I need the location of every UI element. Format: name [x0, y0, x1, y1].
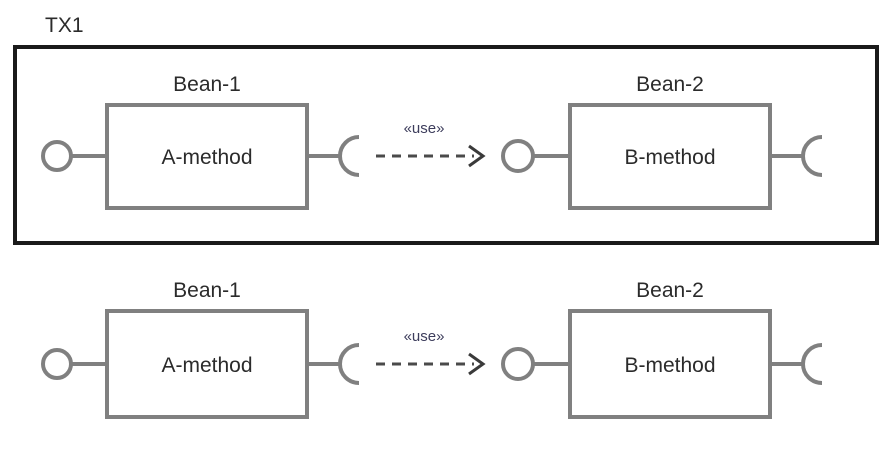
group-label-tx1: TX1: [45, 14, 84, 37]
component-bean-2-top[interactable]: Bean-2 B-method: [501, 73, 823, 210]
component-box-bean-1-bottom[interactable]: [105, 309, 309, 419]
component-method-bean-2-top: B-method: [624, 146, 715, 169]
row-transactional: TX1 Bean-1 A-method «use»: [13, 14, 879, 245]
dependency-arrowhead-bottom: [468, 352, 486, 376]
provided-interface-lollipop-icon-bean-2-bottom[interactable]: [501, 347, 535, 381]
dependency-stereotype-label-bottom: «use»: [404, 328, 445, 345]
provided-interface-lollipop-icon-bean-2-top[interactable]: [501, 139, 535, 173]
component-bean-1-top[interactable]: Bean-1 A-method: [41, 73, 360, 210]
required-interface-socket-icon-bean-2-top[interactable]: [801, 135, 823, 177]
required-interface-socket-icon-bean-2-bottom[interactable]: [801, 343, 823, 385]
component-title-bean-1-top: Bean-1: [173, 73, 241, 96]
required-interface-socket-icon-bean-1-bottom[interactable]: [338, 343, 360, 385]
row-non-transactional: Bean-1 A-method «use» Bean-2 B-method: [41, 279, 823, 419]
component-bean-1-bottom[interactable]: Bean-1 A-method: [41, 279, 360, 419]
component-box-bean-2-bottom[interactable]: [568, 309, 772, 419]
component-title-bean-2-top: Bean-2: [636, 73, 704, 96]
component-title-bean-1-bottom: Bean-1: [173, 279, 241, 302]
component-bean-2-bottom[interactable]: Bean-2 B-method: [501, 279, 823, 419]
component-box-bean-1-top[interactable]: [105, 103, 309, 210]
provided-interface-lollipop-icon-bean-1-bottom[interactable]: [41, 348, 73, 380]
component-method-bean-1-top: A-method: [161, 146, 252, 169]
component-method-bean-1-bottom: A-method: [161, 354, 252, 377]
dependency-use-bottom[interactable]: «use»: [376, 328, 486, 376]
dependency-stereotype-label-top: «use»: [404, 120, 445, 137]
required-interface-socket-icon-bean-1-top[interactable]: [338, 135, 360, 177]
provided-interface-lollipop-icon[interactable]: [41, 140, 73, 172]
transaction-boundary-frame: [13, 45, 879, 245]
component-title-bean-2-bottom: Bean-2: [636, 279, 704, 302]
component-method-bean-2-bottom: B-method: [624, 354, 715, 377]
dependency-use-top[interactable]: «use»: [376, 120, 486, 168]
component-box-bean-2-top[interactable]: [568, 103, 772, 210]
dependency-arrowhead-top: [468, 144, 486, 168]
